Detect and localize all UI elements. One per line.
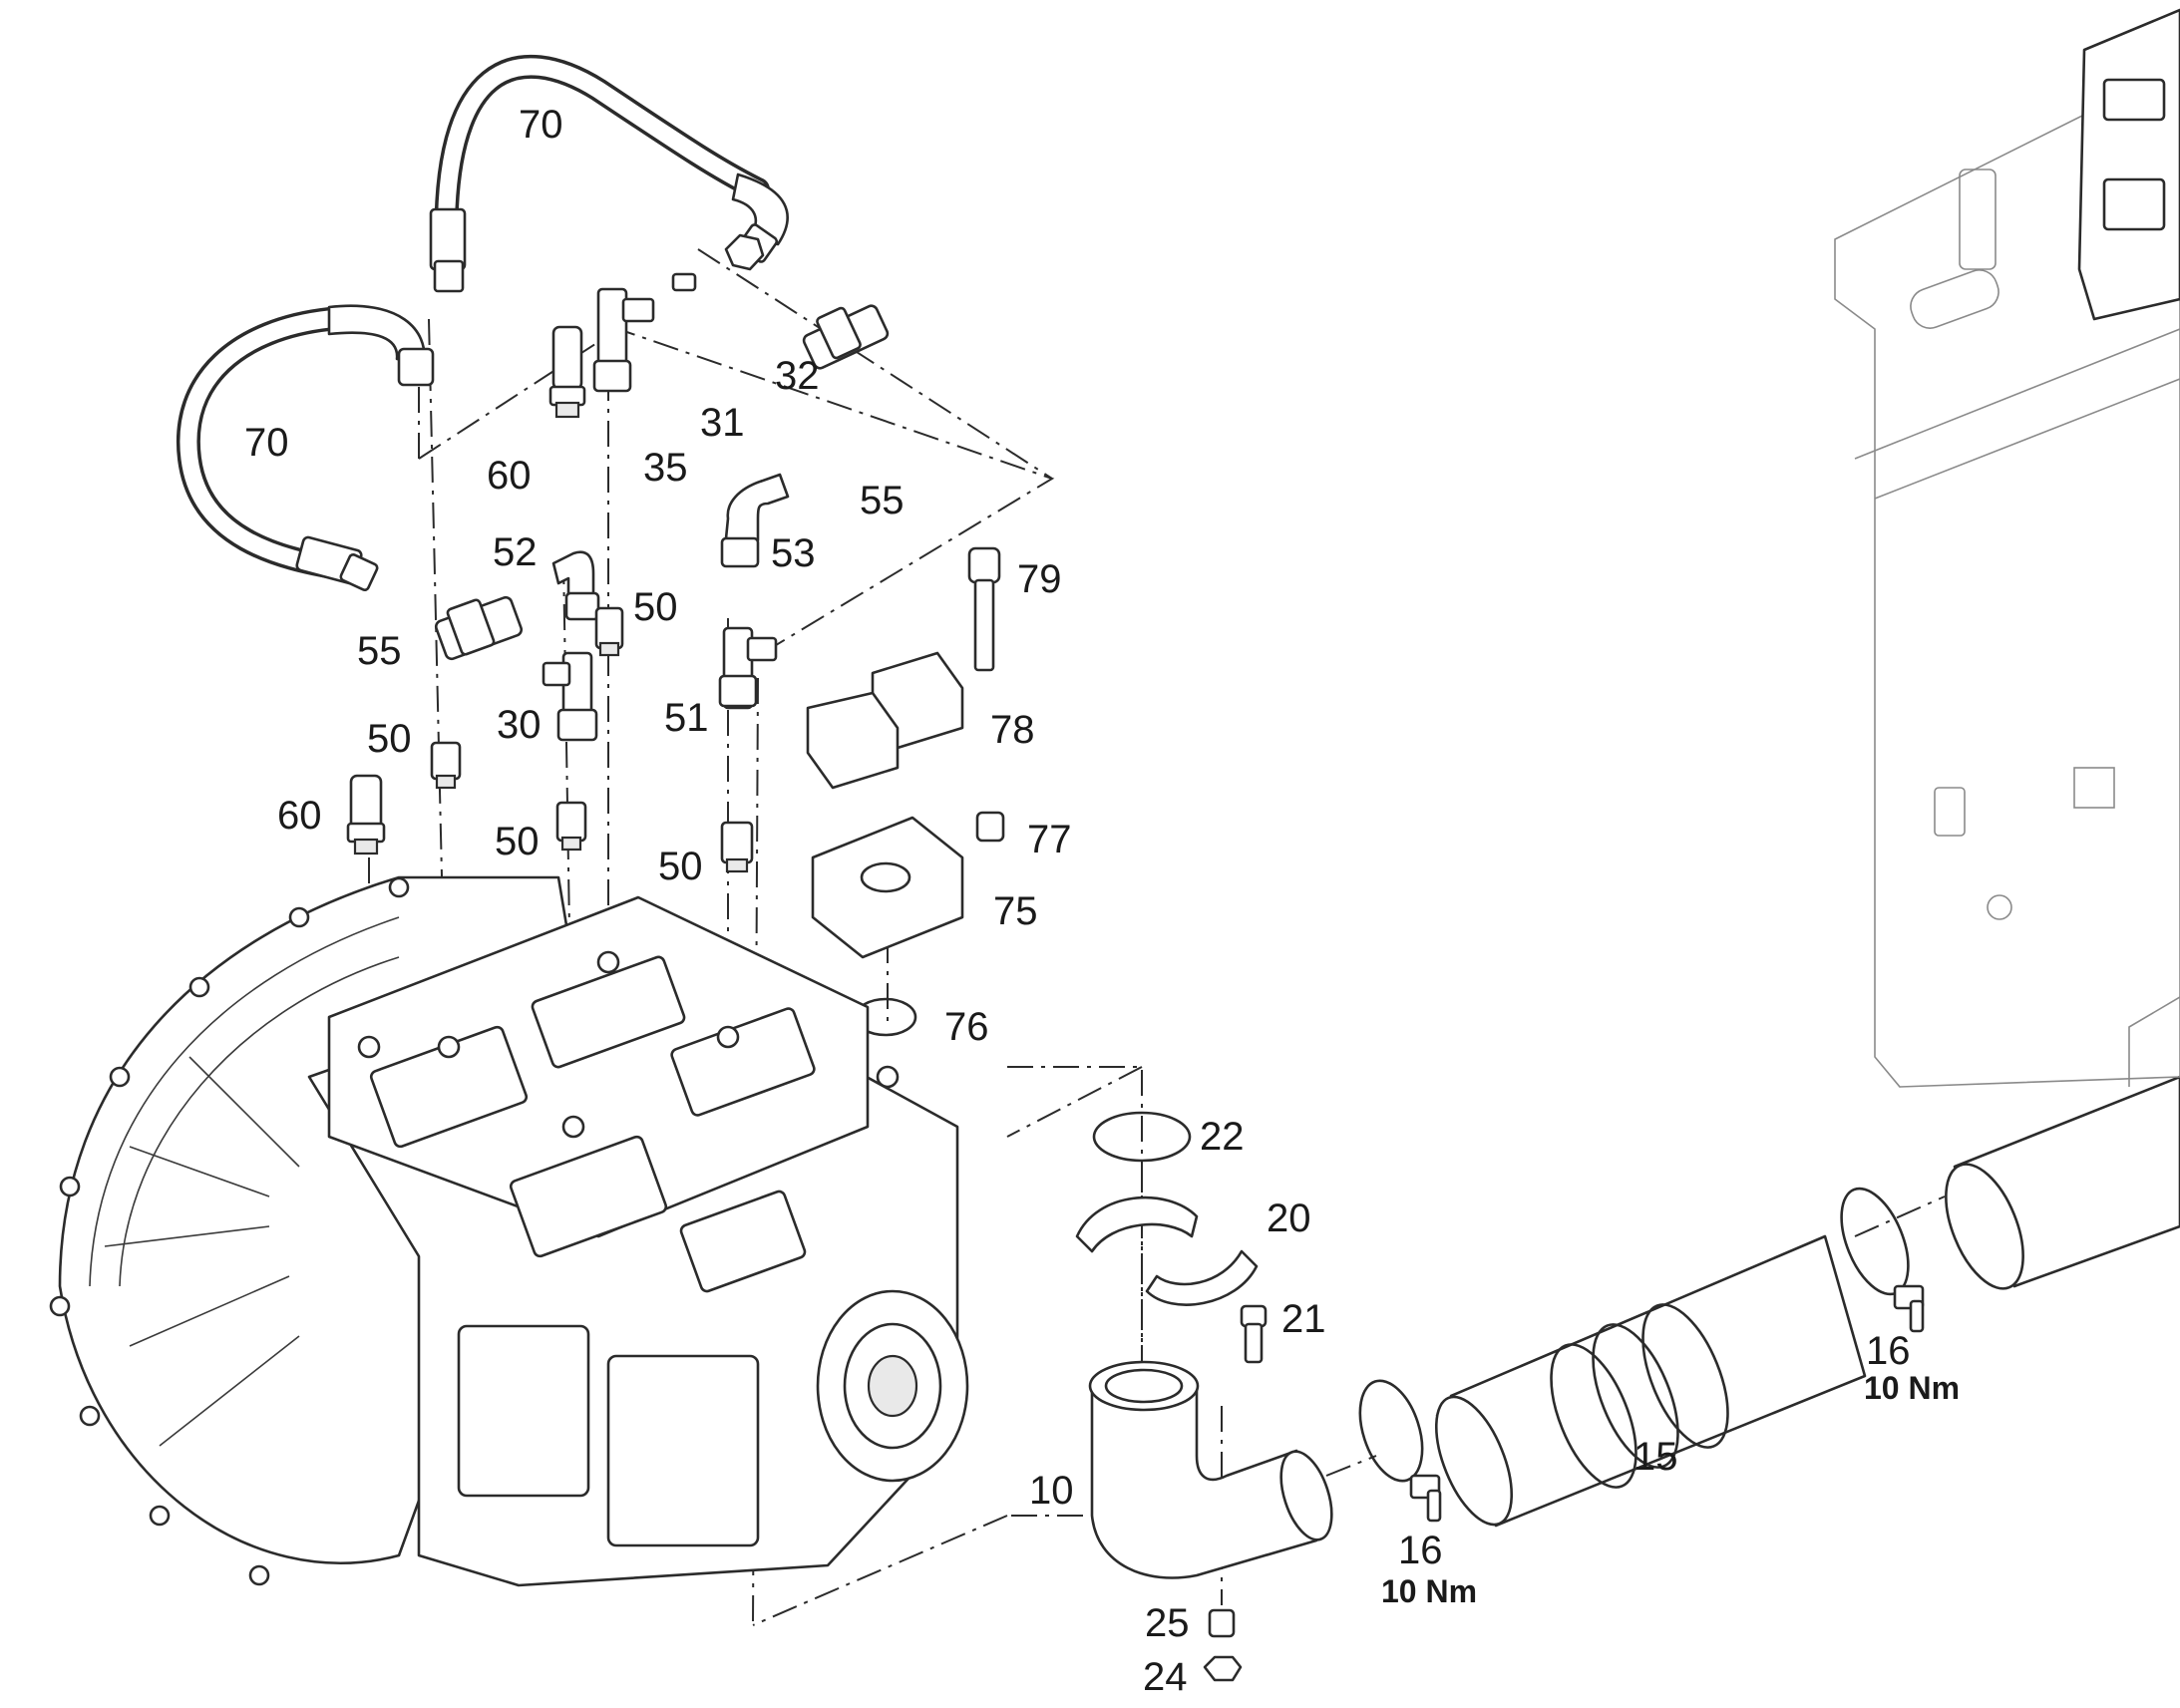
- hose-70-lower: [176, 304, 435, 592]
- hose-clamp-16-a: [1358, 1379, 1442, 1523]
- nipple-50-c: [555, 801, 587, 852]
- label-60-upper: 60: [487, 454, 532, 498]
- nipple-50-d: [720, 821, 754, 873]
- label-53: 53: [771, 531, 816, 575]
- hydraulic-pump-assembly: [49, 875, 969, 1587]
- part-labels: 70 70 32 31 35 60 55 53 52 50 79 55 30 5…: [244, 103, 1960, 1699]
- screw-21: [1240, 1304, 1268, 1364]
- label-55-upper: 55: [860, 479, 905, 522]
- label-51: 51: [664, 696, 709, 740]
- nipple-50-a: [594, 606, 624, 657]
- sensor-60-upper: [548, 325, 586, 419]
- label-24: 24: [1143, 1655, 1188, 1699]
- label-50-a: 50: [633, 585, 678, 629]
- sensor-60-lower: [346, 774, 386, 855]
- hydraulic-tank: [1834, 8, 2180, 1088]
- torque-16-left: 10 Nm: [1381, 1573, 1477, 1609]
- torque-16-right: 10 Nm: [1864, 1370, 1960, 1406]
- nipple-50-b: [430, 741, 462, 790]
- tank-top-valve: [2077, 8, 2180, 321]
- label-78: 78: [990, 708, 1035, 752]
- label-50-b: 50: [367, 717, 412, 761]
- label-31: 31: [700, 401, 745, 445]
- nipple-31: [671, 272, 697, 292]
- label-32: 32: [775, 354, 820, 398]
- label-16-left: 16: [1398, 1529, 1443, 1572]
- label-30: 30: [497, 703, 542, 747]
- hose-70-upper: [429, 54, 789, 293]
- label-20: 20: [1267, 1196, 1311, 1240]
- elbow-53: [720, 473, 790, 568]
- label-70-upper: 70: [519, 103, 563, 147]
- label-60-lower: 60: [277, 794, 322, 838]
- bolt-79: [967, 546, 1001, 672]
- label-16-right: 16: [1866, 1329, 1911, 1373]
- label-77: 77: [1027, 818, 1072, 861]
- label-70-lower: 70: [244, 421, 289, 465]
- suction-piping: [1075, 1075, 2180, 1682]
- flange-75: [811, 816, 964, 959]
- adapter-55-lower: [434, 595, 524, 661]
- hose-15: [1434, 1234, 1867, 1528]
- retaining-ring-22: [1092, 1111, 1192, 1163]
- split-flange-78: [806, 651, 964, 790]
- label-25: 25: [1145, 1601, 1190, 1645]
- label-22: 22: [1200, 1115, 1245, 1159]
- hose-clamp-16-b: [1840, 1187, 1925, 1333]
- label-52: 52: [493, 530, 538, 574]
- label-50-c: 50: [495, 820, 540, 863]
- plug-25: [1208, 1608, 1236, 1638]
- label-76: 76: [944, 1005, 989, 1049]
- nut-24: [1203, 1655, 1243, 1682]
- tee-fitting-35: [592, 287, 655, 393]
- plug-77: [975, 811, 1005, 843]
- label-75: 75: [993, 889, 1038, 933]
- tee-fitting-30: [542, 651, 598, 742]
- clamp-half-20-b: [1145, 1249, 1259, 1306]
- label-15: 15: [1634, 1435, 1678, 1479]
- fittings: [346, 233, 1005, 1037]
- clamp-half-20-a: [1075, 1196, 1199, 1253]
- label-35: 35: [643, 446, 688, 490]
- elbow-pipe-10: [1088, 1360, 1333, 1579]
- adapter-55-upper: [802, 304, 890, 370]
- label-50-d: 50: [658, 845, 703, 888]
- tee-fitting-51: [718, 626, 778, 710]
- elbow-52: [551, 550, 600, 621]
- label-55-lower: 55: [357, 629, 402, 673]
- nut-32: [724, 233, 765, 271]
- label-79: 79: [1017, 557, 1062, 601]
- label-10: 10: [1029, 1469, 1074, 1513]
- label-21: 21: [1281, 1297, 1326, 1341]
- tank-outlet-pipe: [1945, 1075, 2180, 1290]
